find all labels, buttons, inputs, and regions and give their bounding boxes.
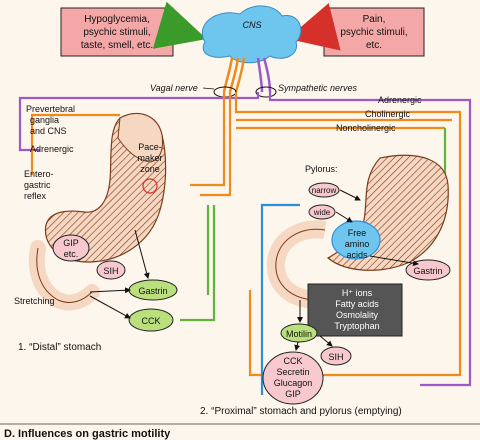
distal-duodenum-outline <box>36 247 93 303</box>
sih-oval-proximal <box>320 346 352 366</box>
hormones-line-2: Secretin <box>276 367 309 377</box>
pacemaker-label-1: Pace- <box>138 142 162 152</box>
prevertebral-label-3: and CNS <box>30 126 67 136</box>
luminal-stimuli-line-1: H⁺ ions <box>342 288 373 298</box>
cck-oval-distal <box>128 308 174 332</box>
luminal-stimuli-line-4: Tryptophan <box>334 321 379 331</box>
enterogastric-label-2: gastric <box>24 180 51 190</box>
hormones-line-4: GIP <box>285 389 301 399</box>
luminal-stimuli-line-3: Osmolality <box>336 310 379 320</box>
motilin-label: Motilin <box>286 329 312 339</box>
distal-caption: 1. “Distal” stomach <box>18 342 101 353</box>
right-input-line-2: psychic stimuli, <box>340 27 407 38</box>
vagal-nerve-pointer <box>202 87 215 90</box>
cns-label: CNS <box>242 20 261 30</box>
free-aa-label-2: amino <box>345 239 370 249</box>
luminal-stimuli-box <box>307 283 403 337</box>
wide-oval <box>308 204 336 220</box>
figure-title: D. Influences on gastric motility <box>4 428 171 440</box>
adrenergic-right-label: Adrenergic <box>378 95 422 105</box>
distal-arrows <box>89 229 150 319</box>
cns-cloud <box>202 5 302 64</box>
free-amino-acids-oval <box>331 220 381 260</box>
left-input-line-2: psychic stimuli, <box>83 27 150 38</box>
vagal-nerve-label: Vagal nerve <box>150 83 198 93</box>
hormones-line-3: Glucagon <box>274 378 313 388</box>
enterogastric-label-1: Entero- <box>24 169 54 179</box>
motilin-oval <box>280 323 318 343</box>
proximal-duodenum-outline <box>275 228 345 301</box>
nerve-tracks <box>18 92 472 395</box>
sih-label-distal: SIH <box>103 266 118 276</box>
stimulus-arrow-left <box>152 1 207 49</box>
gip-oval <box>52 234 90 262</box>
gip-label-2: etc. <box>64 249 79 259</box>
left-input-line-1: Hypoglycemia, <box>84 14 150 25</box>
adrenergic-left-label: Adrenergic <box>30 144 74 154</box>
sih-oval-distal <box>96 260 126 280</box>
enterogastric-label-3: reflex <box>24 191 47 201</box>
narrow-label: narrow <box>312 186 337 195</box>
free-aa-label-1: Free <box>348 228 367 238</box>
gastrin-label-distal: Gastrin <box>138 286 167 296</box>
noncholinergic-label: Noncholinergic <box>336 123 396 133</box>
hormones-line-1: CCK <box>283 356 302 366</box>
gip-label-1: GIP <box>63 238 79 248</box>
narrow-oval <box>308 182 340 198</box>
distal-stomach-fundus <box>117 113 163 163</box>
hormones-oval <box>262 351 324 405</box>
cck-label-distal: CCK <box>141 316 160 326</box>
pacemaker-label-2: maker <box>137 153 162 163</box>
prevertebral-label-2: ganglia <box>30 115 59 125</box>
stretching-label: Stretching <box>14 296 55 306</box>
sympathetic-ganglion-ring <box>255 86 277 98</box>
left-input-line-3: taste, smell, etc. <box>81 40 153 51</box>
wide-label: wide <box>313 208 331 217</box>
right-input-line-1: Pain, <box>363 14 386 25</box>
prevertebral-label-1: Prevertebral <box>26 104 75 114</box>
proximal-arrows <box>294 189 419 351</box>
cholinergic-label: Cholinergic <box>365 109 411 119</box>
pacemaker-label-3: zone <box>140 164 160 174</box>
free-aa-label-3: acids <box>346 250 368 260</box>
right-input-line-3: etc. <box>366 40 382 51</box>
sih-label-proximal: SIH <box>328 352 343 362</box>
nerve-bundles <box>222 57 272 93</box>
gastrin-label-proximal: Gastrin <box>413 266 442 276</box>
luminal-stimuli-line-2: Fatty acids <box>335 299 379 309</box>
sympathetic-nerves-label: Sympathetic nerves <box>278 83 358 93</box>
pylorus-label: Pylorus: <box>305 164 338 174</box>
pacemaker-zone-ring <box>142 178 158 194</box>
proximal-caption: 2. “Proximal” stomach and pylorus (empty… <box>200 406 402 417</box>
